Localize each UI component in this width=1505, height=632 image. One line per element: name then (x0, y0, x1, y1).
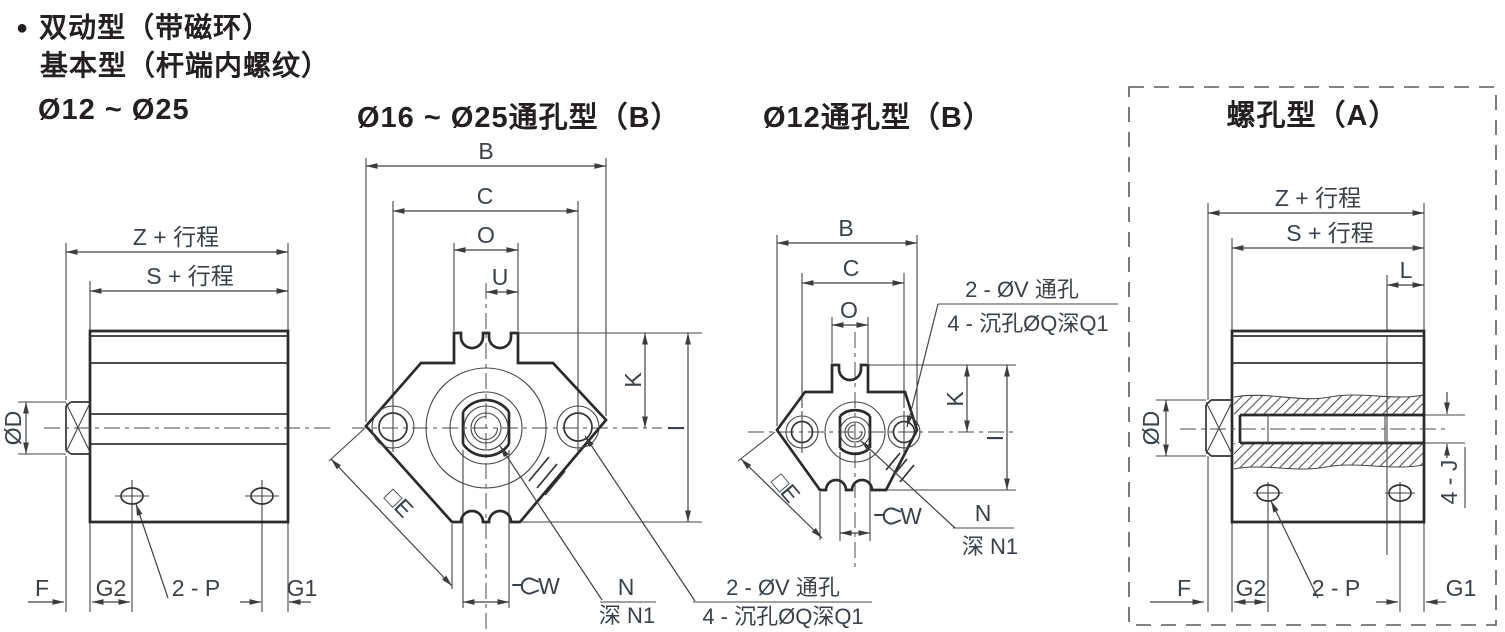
dim-label-s: S + 行程 (1286, 220, 1374, 246)
dim-label-i: I (982, 435, 1008, 441)
drawing-through-hole-b-large: B C O U K I □E (328, 138, 872, 632)
note-through-hole: 2 - ØV 通孔 4 - 沉孔ØQ深Q1 (906, 277, 1118, 428)
dimension-i: I (982, 365, 1010, 490)
dimension-square-e: □E (330, 458, 453, 587)
dim-label-2p: 2 - P (172, 575, 221, 601)
dim-label-e: □E (767, 468, 806, 507)
dimension-u: U (486, 264, 518, 295)
drawing-thread-hole-a: Z + 行程 S + 行程 L ØD 4 - J F (1128, 86, 1497, 626)
note-thread-depth: N 深 N1 (499, 445, 656, 628)
dimension-f: F (1150, 575, 1204, 605)
dimension-c: C (393, 183, 578, 214)
dimension-o: O (832, 297, 868, 328)
dimension-c: C (802, 255, 904, 286)
dim-label-g1: G1 (287, 575, 318, 601)
dimension-g1: G1 (1376, 575, 1477, 605)
dimension-z-stroke: Z + 行程 (1208, 185, 1424, 216)
dim-label-2p: 2 - P (1312, 575, 1361, 601)
note-thread-depth: N 深 N1 (860, 440, 1018, 559)
panel-title-thread-hole: 螺孔型（A） (1226, 100, 1399, 132)
dim-label-b: B (478, 138, 493, 164)
bore-circles (824, 401, 886, 463)
dim-label-w: W (900, 503, 922, 529)
dim-label-d: ØD (1138, 411, 1164, 446)
dim-label-f: F (35, 575, 49, 601)
dimension-b: B (777, 215, 917, 246)
dimension-s-stroke: S + 行程 (1232, 220, 1424, 251)
dim-label-s: S + 行程 (146, 263, 234, 289)
mounting-holes (785, 411, 921, 453)
section-hatch (1233, 394, 1424, 470)
dimension-l: L (1387, 257, 1424, 288)
wrench-flats-icon (874, 507, 901, 525)
dim-label-k: K (620, 372, 646, 388)
dim-label-k: K (942, 391, 968, 407)
note-label-q: 4 - 沉孔ØQ深Q1 (947, 311, 1108, 336)
dimension-i: I (663, 333, 691, 522)
dim-label-c: C (477, 183, 494, 209)
dim-label-z: Z + 行程 (1275, 185, 1361, 211)
note-label-n1: 深 N1 (962, 534, 1018, 559)
wrench-flats-icon (512, 577, 539, 595)
dimension-s-stroke: S + 行程 (90, 263, 288, 294)
bullet-icon: ● (16, 17, 30, 39)
dim-label-i: I (663, 425, 689, 431)
page-heading-line1: ● 双动型（带磁环） (16, 6, 271, 46)
dimension-g1: G1 (240, 575, 318, 605)
dim-label-g2: G2 (96, 575, 127, 601)
panel-title-basic: Ø12 ~ Ø25 (38, 94, 190, 126)
dim-label-o: O (477, 222, 495, 248)
dimension-k: K (620, 333, 648, 428)
dim-label-b: B (838, 215, 853, 241)
dim-label-l: L (1400, 257, 1413, 283)
dim-label-j: 4 - J (1436, 460, 1462, 505)
face-plate-outline (775, 363, 919, 492)
dimension-rod-diameter: ØD (1138, 400, 1169, 456)
dimension-square-e: □E (740, 458, 823, 539)
dashed-option-frame (1128, 86, 1497, 626)
note-label-n: N (618, 574, 635, 600)
thread-hatch-ticks (528, 456, 566, 496)
face-plate-outline (364, 331, 608, 524)
dim-label-f: F (1177, 575, 1191, 601)
dimension-g2: G2 (1234, 575, 1267, 605)
panel-title-through-hole-small: Ø12通孔型（B） (763, 102, 993, 134)
dimension-o: O (454, 222, 518, 253)
panel-title-through-hole-large: Ø16 ~ Ø25通孔型（B） (357, 102, 681, 134)
dim-label-g1: G1 (1446, 575, 1477, 601)
dimension-2p: 2 - P (1270, 500, 1361, 601)
note-through-hole: 2 - ØV 通孔 4 - 沉孔ØQ深Q1 (584, 435, 872, 629)
dimension-4j: 4 - J (1436, 392, 1466, 508)
note-label-v: 2 - ØV 通孔 (965, 277, 1079, 302)
note-label-n1: 深 N1 (599, 603, 655, 628)
port-holes (115, 487, 279, 505)
dimension-k: K (942, 365, 970, 432)
note-label-q: 4 - 沉孔ØQ深Q1 (702, 604, 863, 629)
dim-label-u: U (492, 264, 509, 290)
dim-label-o: O (840, 297, 858, 323)
heading-type-label: 双动型（带磁环） (39, 12, 272, 43)
dim-label-d: ØD (0, 411, 26, 446)
port-holes (1253, 484, 1415, 502)
dimension-2p: 2 - P (135, 503, 221, 601)
dim-label-g2: G2 (1236, 575, 1267, 601)
dimension-rod-diameter: ØD (0, 402, 29, 454)
dimension-w: W (840, 503, 922, 536)
drawing-through-hole-b-small: B C O K I □E (737, 215, 1118, 568)
drawing-side-view-basic: Z + 行程 S + 行程 ØD F G2 2 - P (0, 224, 332, 612)
dimension-b: B (366, 138, 606, 169)
dim-label-z: Z + 行程 (133, 224, 219, 250)
dimension-z-stroke: Z + 行程 (66, 224, 288, 255)
note-label-n: N (975, 500, 992, 526)
dimension-g2: G2 (92, 575, 130, 605)
mounting-holes (371, 402, 600, 452)
rod-end-hex (1205, 399, 1233, 457)
dim-label-c: C (843, 255, 860, 281)
page-heading-line2: 基本型（杆端内螺纹） (40, 50, 331, 81)
dim-label-w: W (538, 573, 560, 599)
dimension-f: F (28, 575, 64, 605)
note-label-v: 2 - ØV 通孔 (726, 575, 840, 600)
dimension-w: W (463, 573, 560, 605)
